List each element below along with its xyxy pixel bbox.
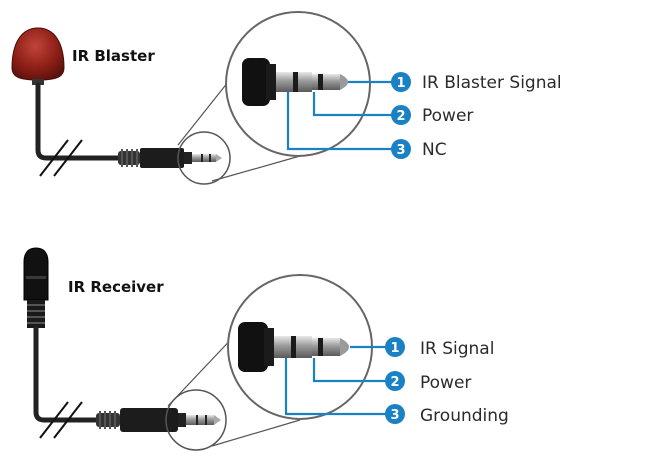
pin-number-badge: 2 (396, 109, 405, 124)
ir-blaster-jack-detail (242, 58, 348, 106)
ir-receiver-jack-detail (238, 322, 349, 372)
pin2-wire (312, 92, 394, 117)
ir-blaster-small-plug (184, 152, 222, 164)
pin-number-badge: 1 (390, 341, 399, 356)
pin-label: Power (420, 373, 471, 393)
ir-blaster-pin-3: 3 NC (391, 139, 447, 160)
cable-break-mark (39, 401, 69, 439)
cable-break-mark (53, 139, 83, 177)
ir-receiver-pin-3: 3 Grounding (385, 404, 509, 426)
zoom-connector (211, 155, 301, 182)
pin-label: IR Signal (420, 339, 494, 359)
pin-label: NC (422, 140, 447, 160)
ir-receiver-band (26, 276, 46, 279)
ir-blaster-strain-relief (118, 148, 184, 168)
ir-receiver-pin-wires (284, 345, 388, 416)
ir-receiver-neck (27, 300, 45, 328)
cable-break-mark (39, 139, 69, 177)
ir-receiver-small-plug (178, 413, 221, 427)
pin-number-badge: 3 (396, 143, 405, 158)
ir-receiver-strain-relief (96, 408, 178, 432)
pin-label: Power (422, 106, 473, 126)
ir-receiver-pin-1: 1 IR Signal (385, 337, 494, 359)
ir-receiver-pin-2: 2 Power (385, 371, 471, 393)
ir-blaster-collar (32, 79, 44, 85)
pin3-wire (284, 358, 388, 416)
pin-label: Grounding (420, 406, 509, 426)
receiver-section: IR Receiver 1 IR Signal 2 Power 3 Ground… (23, 247, 509, 451)
ir-blaster-zoom-source (177, 131, 231, 185)
pin3-wire (286, 92, 394, 151)
pin-number-badge: 2 (390, 375, 399, 390)
ir-receiver-zoom-source (165, 389, 227, 451)
ir-blaster-title: IR Blaster (72, 47, 155, 65)
ir-receiver-title: IR Receiver (68, 278, 164, 296)
ir-receiver-cable (33, 325, 103, 423)
blaster-section: IR Blaster 1 IR Blaster Signal 2 Power 3… (11, 11, 562, 185)
pin-number-badge: 1 (396, 76, 405, 91)
pin2-wire (312, 358, 388, 383)
cable-break-mark (53, 401, 83, 439)
zoom-connector (211, 419, 301, 447)
ir-blaster-bulb-icon (11, 27, 65, 81)
ir-receiver-head-icon (23, 247, 49, 301)
pin-number-badge: 3 (390, 408, 399, 423)
zoom-connector (167, 331, 239, 407)
pin-label: IR Blaster Signal (422, 73, 562, 93)
ir-blaster-pin-wires (286, 80, 394, 151)
ir-blaster-pin-1: 1 IR Blaster Signal (391, 72, 562, 93)
ir-blaster-pin-2: 2 Power (391, 105, 473, 126)
ir-blaster-cable (35, 82, 143, 161)
